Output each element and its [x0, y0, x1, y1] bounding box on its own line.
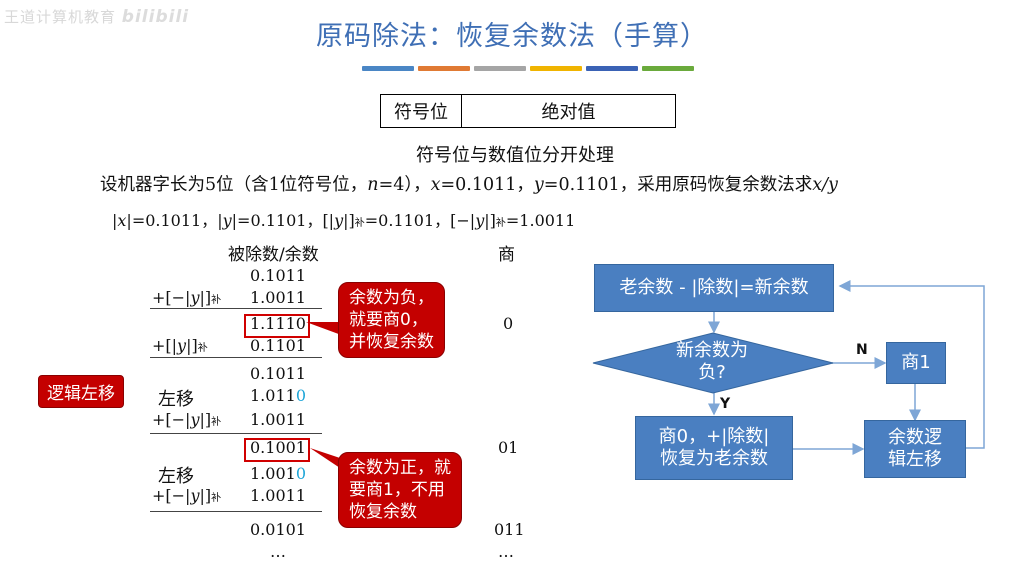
problem-x: x — [430, 175, 441, 195]
callout-neg-line-2: 就要商0， — [349, 310, 428, 330]
calc-row-6: 1.0110 — [250, 386, 306, 405]
problem-y: y — [533, 175, 544, 195]
problem-x-val: =0.1011， — [440, 175, 534, 195]
divider-3 — [150, 433, 322, 434]
quotient-4: … — [498, 542, 514, 561]
flow-shift-box: 余数逻 辑左移 — [864, 420, 966, 478]
calc-row-10: 1.0011 — [250, 486, 306, 505]
v-ay-v: y — [222, 211, 232, 230]
stripe-gray — [474, 66, 526, 71]
quotient-header: 商 — [498, 245, 515, 265]
problem-statement: 设机器字长为5位（含1位符号位，n=4），x=0.1011，y=0.1101，采… — [100, 171, 838, 196]
calc-row-7: 1.0011 — [250, 410, 306, 429]
positive-remainder-box — [244, 438, 310, 462]
v-yc-b: |] — [343, 211, 355, 230]
calc-row-12: … — [270, 542, 286, 561]
divider-2 — [150, 357, 322, 358]
slide-title: 原码除法：恢复余数法（手算） — [316, 21, 708, 52]
callout-pos-line-1: 余数为正，就 — [349, 458, 451, 478]
calc-row-2: 1.0011 — [250, 288, 306, 307]
calc-row-9: 1.0010 — [250, 464, 306, 483]
format-table: 符号位 绝对值 — [380, 94, 676, 128]
sign-bit-cell: 符号位 — [381, 95, 462, 127]
v-ax-a: | — [112, 211, 118, 230]
callout-pos-line-2: 要商1，不用 — [349, 480, 445, 500]
calc-row-11: 0.0101 — [250, 520, 306, 539]
shift-line-1: 余数逻 — [888, 427, 942, 448]
flow-decision-text: 新余数为 负? — [652, 340, 772, 384]
callout-pointer-positive — [310, 448, 346, 472]
quotient-3: 011 — [494, 520, 525, 539]
problem-n-val: =4）， — [378, 175, 431, 195]
negative-remainder-callout: 余数为负， 就要商0， 并恢复余数 — [338, 282, 445, 358]
op-add-pos-y: +[|y|]补 — [152, 336, 208, 355]
divider-4 — [150, 511, 322, 512]
op-add-neg-y-3: +[−|y|]补 — [152, 486, 222, 505]
callout-neg-line-1: 余数为负， — [349, 288, 434, 308]
shift-label-1: 左移 — [158, 389, 194, 410]
callout-pointer-negative — [306, 322, 344, 336]
stripe-orange — [418, 66, 470, 71]
stripe-darkblue — [586, 66, 638, 71]
decision-line-2: 负? — [698, 362, 726, 383]
calc-row-8: 0.1001 — [250, 438, 306, 457]
absolute-value-cell: 绝对值 — [541, 102, 596, 123]
negative-remainder-box — [244, 314, 310, 338]
positive-remainder-callout: 余数为正，就 要商1，不用 恢复余数 — [338, 452, 462, 528]
v-ay-b: |=0.1101，[| — [231, 211, 335, 230]
calc-row-1: 0.1011 — [250, 266, 306, 285]
logical-shift-tag: 逻辑左移 — [38, 375, 124, 408]
problem-xy: x/y — [812, 175, 838, 195]
v-nyc-v: y — [475, 211, 485, 230]
callout-pointers — [306, 322, 346, 472]
quotient-1: 0 — [503, 314, 514, 333]
divider-1 — [150, 308, 322, 309]
flow-yes-label: Y — [720, 396, 731, 412]
stripe-yellow — [530, 66, 582, 71]
flow-quotient-0-box: 商0，+|除数| 恢复为老余数 — [635, 416, 793, 480]
v-nyc-c: =1.0011 — [505, 211, 576, 230]
problem-prefix: 设机器字长为5位（含1位符号位， — [100, 175, 368, 195]
flow-decision-diamond — [592, 332, 834, 394]
problem-n: n — [367, 175, 379, 195]
q0-line-2: 恢复为老余数 — [660, 448, 768, 469]
q0-line-1: 商0，+|除数| — [658, 426, 770, 447]
calc-row-3: 1.1110 — [250, 314, 306, 333]
v-nyc-sub: 补 — [495, 218, 506, 229]
flowchart-connectors — [708, 280, 985, 455]
bilibili-logo: bilibili — [121, 7, 190, 27]
dividend-header: 被除数/余数 — [228, 245, 319, 265]
stripe-blue — [362, 66, 414, 71]
calc-row-5: 0.1011 — [250, 364, 306, 383]
v-nyc-b: |] — [484, 211, 496, 230]
shift-label-2: 左移 — [158, 466, 194, 487]
v-ax-b: |=0.1011，| — [126, 211, 223, 230]
arrow-shift-loop-back — [838, 280, 985, 449]
watermark: 王道计算机教育 bilibili — [4, 6, 189, 27]
watermark-text: 王道计算机教育 — [4, 8, 117, 26]
flow-start-box: 老余数 - |除数|=新余数 — [594, 264, 834, 312]
quotient-2: 01 — [498, 438, 519, 457]
values-line: |x|=0.1011，|y|=0.1101，[|y|]补=0.1101，[−|y… — [112, 207, 575, 231]
calc-row-4: 0.1101 — [250, 336, 306, 355]
stripe-green — [642, 66, 694, 71]
decision-line-1: 新余数为 — [676, 340, 748, 361]
op-add-neg-y-1: +[−|y|]补 — [152, 288, 222, 307]
op-add-neg-y-2: +[−|y|]补 — [152, 410, 222, 429]
problem-y-val: =0.1101，采用原码恢复余数法求 — [543, 175, 813, 195]
v-yc-v: y — [334, 211, 344, 230]
v-ax-v: x — [117, 211, 127, 230]
flow-no-label: N — [856, 342, 868, 358]
callout-neg-line-3: 并恢复余数 — [349, 332, 434, 352]
v-yc-sub: 补 — [354, 218, 365, 229]
v-yc-c: =0.1101，[−| — [364, 211, 476, 230]
shift-line-2: 辑左移 — [888, 449, 942, 470]
separate-processing-note: 符号位与数值位分开处理 — [416, 145, 614, 166]
flow-quotient-1-box: 商1 — [886, 342, 946, 384]
callout-pos-line-3: 恢复余数 — [349, 502, 417, 522]
